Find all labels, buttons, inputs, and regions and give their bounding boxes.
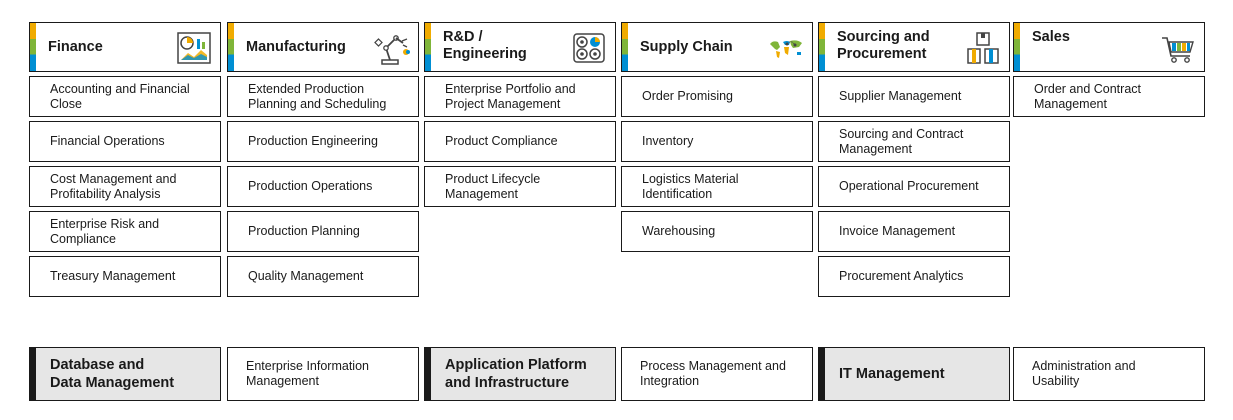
list-item[interactable]: Warehousing <box>621 211 813 252</box>
column-finance: Finance Accounting and Financial Close F… <box>29 22 221 297</box>
bottom-row: Database and Data Management Enterprise … <box>0 347 1233 401</box>
shopping-cart-icon <box>1162 37 1194 63</box>
list-item[interactable]: Enterprise Portfolio and Project Managem… <box>424 76 616 117</box>
bottom-cell-database[interactable]: Database and Data Management <box>29 347 221 401</box>
list-item[interactable]: Product Lifecycle Management <box>424 166 616 207</box>
list-item[interactable]: Inventory <box>621 121 813 162</box>
list-item[interactable]: Order Promising <box>621 76 813 117</box>
robot-arm-icon <box>374 35 410 65</box>
header-sourcing-procurement[interactable]: Sourcing and Procurement <box>818 22 1010 72</box>
header-rnd-engineering[interactable]: R&D / Engineering <box>424 22 616 72</box>
list-item[interactable]: Procurement Analytics <box>818 256 1010 297</box>
header-title: R&D / Engineering <box>443 29 527 62</box>
header-supply-chain[interactable]: Supply Chain <box>621 22 813 72</box>
bottom-cell-it-management[interactable]: IT Management <box>818 347 1010 401</box>
bottom-cell-administration[interactable]: Administration and Usability <box>1013 347 1205 401</box>
list-item[interactable]: Quality Management <box>227 256 419 297</box>
header-finance[interactable]: Finance <box>29 22 221 72</box>
list-item[interactable]: Treasury Management <box>29 256 221 297</box>
header-sales[interactable]: Sales <box>1013 22 1205 72</box>
bottom-cell-application-platform[interactable]: Application Platform and Infrastructure <box>424 347 616 401</box>
color-stripe <box>425 23 431 71</box>
list-item[interactable]: Logistics Material Identification <box>621 166 813 207</box>
analytics-dashboard-icon <box>177 32 211 64</box>
list-item[interactable]: Cost Management and Profitability Analys… <box>29 166 221 207</box>
list-item[interactable]: Order and Contract Management <box>1013 76 1205 117</box>
column-sourcing-procurement: Sourcing and Procurement Supplier Manage… <box>818 22 1010 297</box>
gears-icon <box>573 33 605 63</box>
column-manufacturing: Manufacturing Extended Production Planni… <box>227 22 419 297</box>
column-supply-chain: Supply Chain Order Promising Inventory L… <box>621 22 813 252</box>
color-stripe <box>819 23 825 71</box>
list-item[interactable]: Operational Procurement <box>818 166 1010 207</box>
header-title: Sourcing and Procurement <box>837 29 930 62</box>
list-item[interactable]: Production Planning <box>227 211 419 252</box>
world-map-icon <box>770 40 802 58</box>
color-stripe <box>622 23 628 71</box>
list-item[interactable]: Invoice Management <box>818 211 1010 252</box>
column-sales: Sales Order and Contract Management <box>1013 22 1205 117</box>
stacked-boxes-icon <box>967 32 999 64</box>
list-item[interactable]: Production Operations <box>227 166 419 207</box>
header-manufacturing[interactable]: Manufacturing <box>227 22 419 72</box>
color-stripe <box>1014 23 1020 71</box>
list-item[interactable]: Supplier Management <box>818 76 1010 117</box>
color-stripe <box>228 23 234 71</box>
bottom-cell-process-management[interactable]: Process Management and Integration <box>621 347 813 401</box>
list-item[interactable]: Financial Operations <box>29 121 221 162</box>
list-item[interactable]: Product Compliance <box>424 121 616 162</box>
header-title: Manufacturing <box>246 38 346 55</box>
header-title: Supply Chain <box>640 38 733 55</box>
list-item[interactable]: Accounting and Financial Close <box>29 76 221 117</box>
list-item[interactable]: Extended Production Planning and Schedul… <box>227 76 419 117</box>
color-stripe <box>30 23 36 71</box>
list-item[interactable]: Sourcing and Contract Management <box>818 121 1010 162</box>
header-title: Sales <box>1032 29 1070 45</box>
list-item[interactable]: Enterprise Risk and Compliance <box>29 211 221 252</box>
header-title: Finance <box>48 38 103 55</box>
column-rnd-engineering: R&D / Engineering Enterprise Portfolio a… <box>424 22 616 207</box>
list-item[interactable]: Production Engineering <box>227 121 419 162</box>
bottom-cell-enterprise-information[interactable]: Enterprise Information Management <box>227 347 419 401</box>
